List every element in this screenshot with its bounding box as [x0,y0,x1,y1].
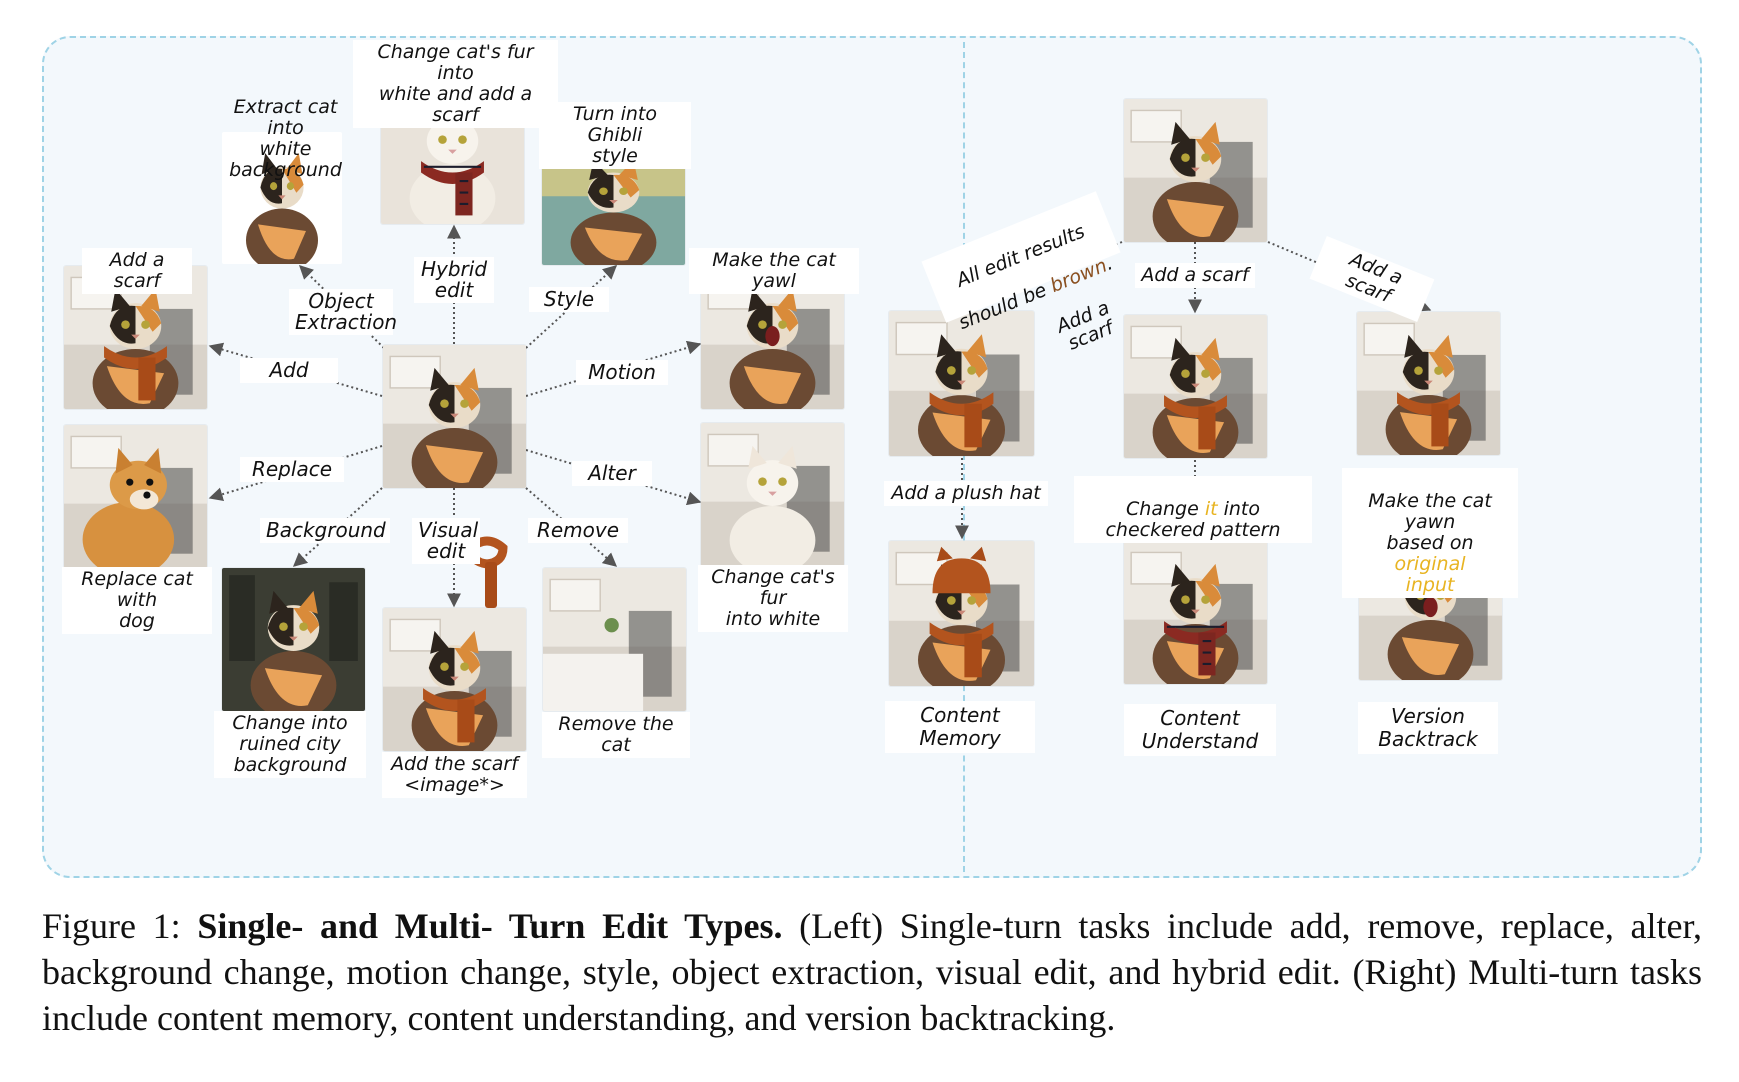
image-turn2-memory [889,541,1034,686]
image-turn1-center [1124,315,1267,458]
image-alter-result [701,423,844,566]
instruction-understand-highlight: it [1204,498,1218,520]
instruction-understand-post: into checkered pattern [1105,498,1281,541]
image-background-result [222,568,365,711]
label-visual-result: Add the scarf <image*> [382,752,527,798]
instruction-memory-turn2: Add a plush hat [884,481,1048,506]
label-replace-result: Replace cat with dog [62,567,212,634]
image-replace-result [64,425,207,568]
edge-label-extraction: Object Extraction [289,289,397,335]
edge-label-visual: Visual edit [412,518,480,564]
figure: Change cat's fur into white and add a sc… [42,36,1702,878]
caption-prefix: Figure 1: [42,906,198,946]
edge-label-hybrid: Hybrid edit [414,257,494,303]
edge-label-remove: Remove [528,518,628,543]
label-style-result: Turn into Ghibli style [539,102,691,169]
caption-title: Single- and Multi- Turn Edit Types. [197,906,783,946]
image-center-cat [383,345,526,488]
image-motion-result [701,266,844,409]
image-root-cat [1124,99,1267,242]
image-remove-result [543,568,686,711]
task-title-memory: Content Memory [885,701,1035,753]
image-extraction-result [222,132,342,264]
image-visual-result [383,608,526,751]
label-background-result: Change into ruined city background [214,711,366,778]
instruction-understand-turn2: Change it into checkered pattern [1074,476,1312,543]
label-hybrid-result: Change cat's fur into white and add a sc… [353,40,558,128]
edge-label-add: Add [240,358,338,383]
image-turn2-understand [1124,541,1267,684]
instruction-understand-pre: Change [1126,498,1205,520]
panel-divider [963,42,965,872]
caption-body: (Left) Single-turn tasks include add, re… [42,906,1703,1038]
edge-label-style: Style [529,287,609,312]
instruction-middle-turn1: Add a scarf [1135,263,1255,288]
figure-caption: Figure 1: Single- and Multi- Turn Edit T… [42,903,1702,1041]
task-title-backtrack: Version Backtrack [1358,702,1498,754]
label-extraction-result: Extract cat into white background [229,96,342,181]
edge-label-replace: Replace [240,457,344,482]
instruction-backtrack-pre: Make the cat yawn based on [1368,490,1492,554]
instruction-backtrack-turn2: Make the cat yawn based on original inpu… [1342,468,1518,598]
label-motion-result: Make the cat yawl [689,248,859,294]
label-remove-result: Remove the cat [542,712,690,758]
task-title-understand: Content Understand [1124,704,1276,756]
image-turn2-backtrack [1359,537,1502,680]
label-alter-result: Change cat's fur into white [698,565,848,632]
label-add-result: Add a scarf [82,248,192,294]
image-turn1-right [1357,312,1500,455]
edge-label-background: Background [260,518,390,543]
instruction-backtrack-highlight: original input [1394,553,1466,596]
edge-label-motion: Motion [576,360,668,385]
edge-label-alter: Alter [572,461,652,486]
image-turn1-left [889,311,1034,456]
